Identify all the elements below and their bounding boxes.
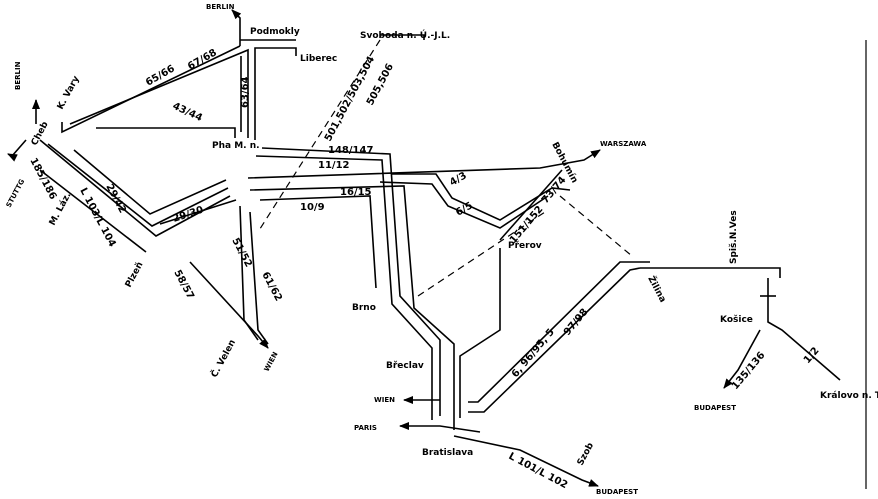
route-plzen-line [39, 169, 147, 253]
route-148-147 [261, 147, 441, 416]
destination-wien-west: WIEN [374, 396, 395, 404]
station-k-vary: K. Vary [56, 74, 82, 111]
station-cheb: Cheb [30, 120, 51, 148]
route-4-3 [392, 173, 571, 221]
route-kvary-podmokly [61, 45, 241, 134]
destination-szob: Szob [576, 441, 597, 468]
route-prerov-zilina-dashed [559, 195, 633, 257]
train-label-16-15: 16/15 [340, 187, 372, 198]
train-label-l101: L 101/L 102 [507, 451, 570, 491]
route-6-96 [468, 261, 650, 403]
station-bratislava: Bratislava [422, 448, 473, 458]
route-cheb-praha-2 [47, 143, 229, 227]
train-label-29-42: 29/42 [103, 182, 128, 215]
station-c-velen: Č. Velen [208, 337, 238, 379]
route-svoboda-dashed [257, 39, 381, 233]
route-praha-wien-62 [249, 211, 269, 345]
train-label-148-147: 148/147 [328, 145, 373, 156]
station-spis: Spiš.N.Ves [728, 210, 739, 264]
route-liberec [254, 47, 297, 140]
station-plzen: Plzeň [124, 260, 146, 289]
destination-wien-south: WIEN [263, 351, 280, 373]
station-praha: Pha M. n. [212, 141, 260, 151]
train-label-4-3: 4/3 [448, 170, 469, 188]
station-podmokly: Podmokly [250, 27, 300, 37]
route-kosice-budapest [723, 329, 761, 389]
route-16-15 [249, 185, 455, 430]
destination-budapest-right: BUDAPEST [694, 404, 736, 412]
train-label-6-96: 6, 96/95, 5 [510, 327, 557, 380]
station-kralovo: Královo n. T. [820, 391, 878, 401]
route-cheb-praha-1 [39, 139, 231, 237]
route-6-5 [379, 181, 549, 229]
destination-paris: PARIS [354, 424, 377, 432]
route-praha-cvelen [239, 205, 259, 341]
route-29-30 [159, 199, 237, 225]
route-73-74 [247, 149, 601, 179]
route-paris [399, 422, 481, 433]
route-spis-kosice [767, 278, 841, 381]
train-label-58-57: 58/57 [171, 268, 196, 301]
station-breclav: Břeclav [386, 361, 424, 371]
route-praha-wien-58 [189, 261, 269, 349]
destination-berlin-top: BERLIN [206, 3, 235, 11]
route-cheb-west [7, 139, 27, 162]
route-svoboda [380, 34, 425, 40]
train-label-11-12: 11/12 [318, 160, 350, 171]
route-97-98 [468, 267, 641, 413]
station-svoboda: Svoboda n. Ú.-J.L. [360, 29, 450, 41]
destination-stuttg: STUTTG [5, 178, 27, 209]
route-cheb-praha-3 [73, 149, 227, 215]
train-label-61-62: 61/62 [259, 270, 284, 303]
route-prerov-bar [499, 169, 563, 241]
route-bratislava-budapest [453, 435, 599, 487]
route-10-9 [259, 195, 377, 289]
train-label-185-186: 185/186 [27, 156, 58, 201]
train-label-63-64: 63/64 [240, 76, 251, 108]
destination-warszawa: WARSZAWA [600, 140, 647, 148]
route-151-152 [459, 248, 501, 418]
train-label-135-136: 135/136 [730, 350, 768, 392]
station-zilina: Žilina [645, 274, 669, 305]
train-label-10-9: 10/9 [300, 202, 325, 213]
station-brno: Brno [352, 303, 376, 313]
train-label-1-2: 1/2 [802, 345, 822, 366]
route-cheb-liberec [69, 48, 249, 138]
route-43-44 [96, 127, 236, 138]
destination-budapest-bottom: BUDAPEST [596, 488, 638, 496]
route-11-12 [255, 155, 433, 420]
route-zilina-spis [640, 267, 781, 278]
station-kosice: Košice [720, 314, 753, 325]
station-prerov: Přerov [508, 241, 542, 251]
route-podmokly-berlin [231, 9, 242, 46]
station-liberec: Liberec [300, 54, 337, 64]
destination-berlin-left: BERLIN [14, 61, 22, 90]
route-dashed-bohumin [417, 209, 549, 297]
train-label-51-52: 51/52 [229, 236, 254, 269]
train-label-97-98: 97/98 [562, 307, 591, 338]
train-label-43-44: 43/44 [171, 101, 204, 124]
